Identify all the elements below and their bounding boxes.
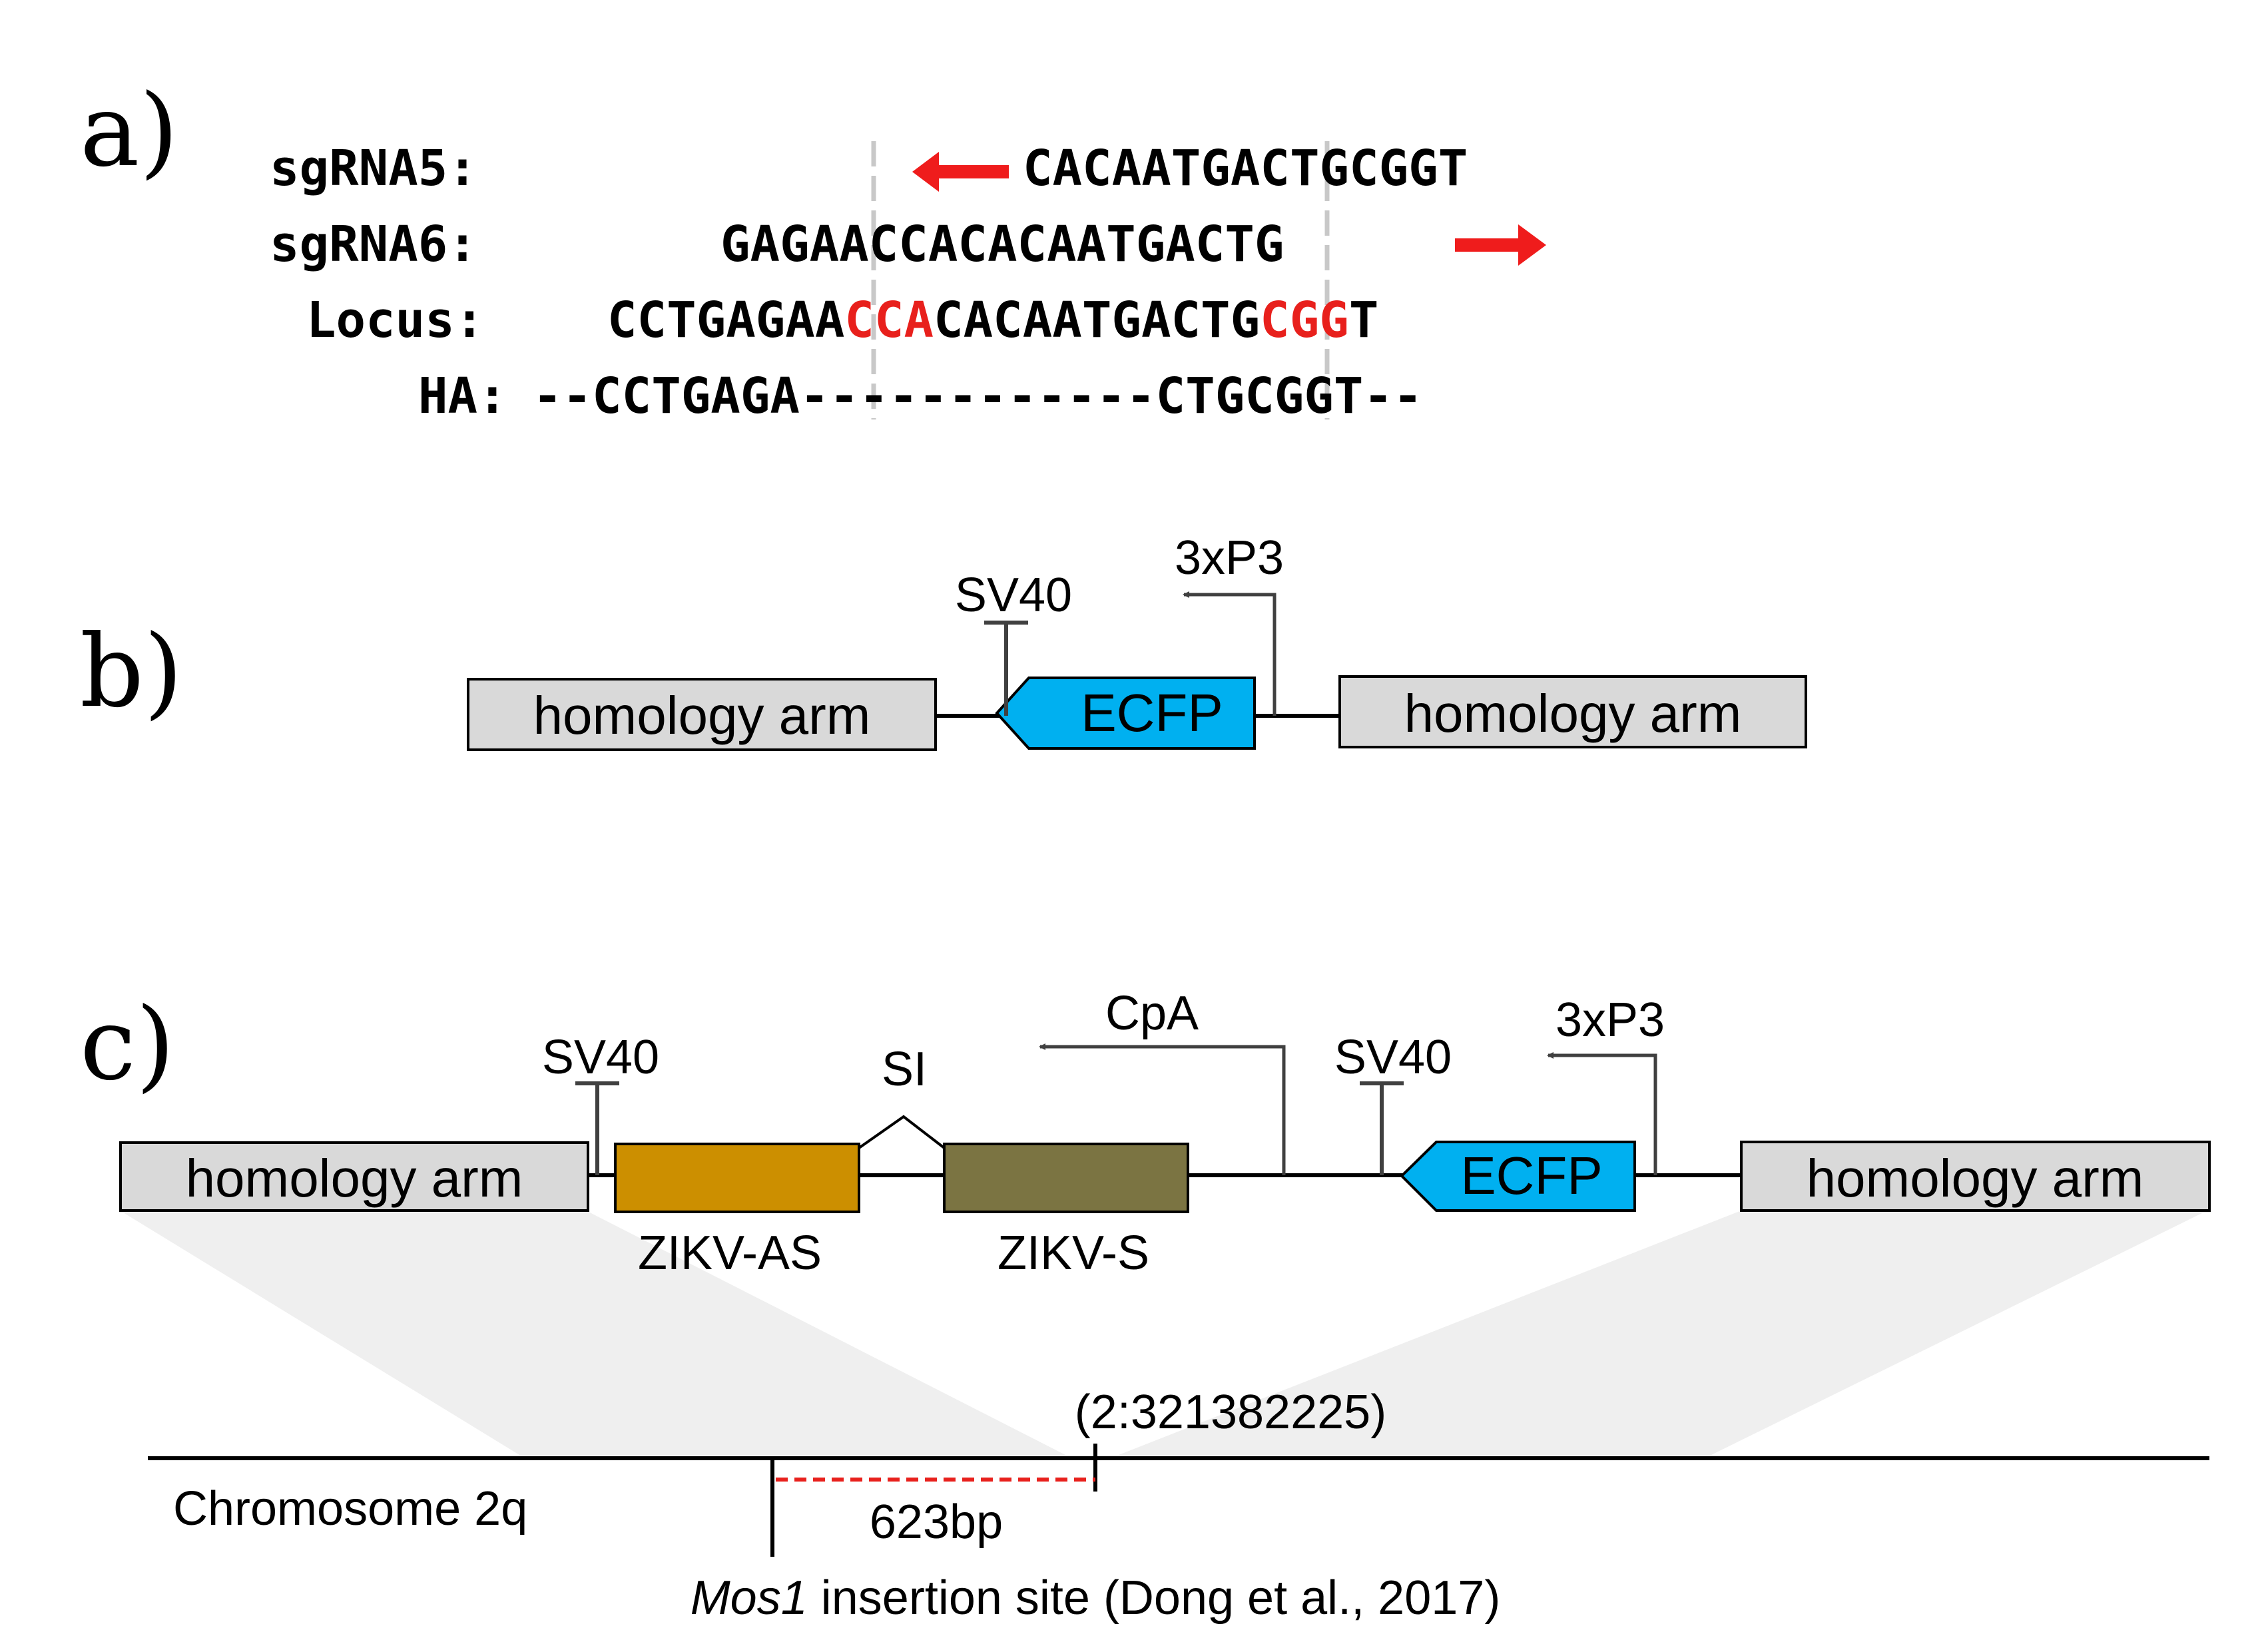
- panel-c-label: c): [80, 987, 175, 1103]
- zikv-as-label: ZIKV-AS: [638, 1227, 822, 1280]
- homology-arm-left-b-label: homology arm: [533, 686, 871, 745]
- sv40-c-right-label: SV40: [1334, 1031, 1452, 1084]
- ecfp-c-label: ECFP: [1460, 1146, 1602, 1205]
- homology-arm-left-c-label: homology arm: [186, 1149, 523, 1208]
- ha-sequence: --CCTGAGA------------CTGCGGT--: [533, 368, 1423, 425]
- ha-label: HA:: [418, 368, 507, 425]
- promoter-3xp3-b-label: 3xP3: [1175, 531, 1284, 585]
- promoter-3xp3-b-arrow: [1183, 591, 1276, 716]
- promoter-cpa-arrow: [1039, 1043, 1286, 1175]
- panel-a-label: a): [80, 73, 178, 189]
- zikv-s-label: ZIKV-S: [997, 1227, 1149, 1280]
- sv40-b-label: SV40: [955, 569, 1072, 622]
- homology-arm-left-b: [467, 678, 937, 751]
- ecfp-gene-b: [995, 677, 1256, 750]
- ecfp-b-label: ECFP: [1081, 683, 1223, 742]
- sgrna5-label: sgRNA5:: [270, 140, 477, 197]
- homology-arm-left-c: [119, 1141, 589, 1212]
- ecfp-gene-c: [1400, 1141, 1636, 1212]
- locus-sequence: CCTGAGAACCACACAATGACTGCGGT: [607, 292, 1378, 349]
- sgrna5-direction-arrow: [912, 152, 1009, 192]
- zikv-s-block: [943, 1143, 1189, 1213]
- locus-seq-part1: CCTGAGAA: [607, 292, 844, 349]
- locus-seq-part3: T: [1349, 292, 1379, 349]
- sgrna6-label: sgRNA6:: [270, 216, 477, 273]
- promoter-cpa-label: CpA: [1105, 987, 1199, 1040]
- target-coordinate-label: (2:321382225): [1075, 1386, 1386, 1439]
- mos1-gene-name: Mos1: [691, 1571, 808, 1625]
- insertion-projection-right: [1119, 1211, 2207, 1455]
- insertion-projection-left: [120, 1211, 1065, 1455]
- locus-label: Locus:: [306, 292, 484, 349]
- zikv-as-block: [614, 1143, 860, 1213]
- sgrna5-sequence: CACAATGACTGCGGT: [1023, 140, 1468, 197]
- sgrna6-direction-arrow: [1455, 224, 1546, 266]
- promoter-3xp3-c-label: 3xP3: [1556, 993, 1665, 1047]
- homology-arm-right-b: [1338, 675, 1807, 748]
- locus-seq-part2: CACAATGACTG: [934, 292, 1260, 349]
- homology-arm-right-b-label: homology arm: [1404, 684, 1742, 743]
- distance-label: 623bp: [870, 1496, 1003, 1549]
- si-intron-connector: [858, 1115, 946, 1149]
- sv40-c-left-label: SV40: [542, 1031, 659, 1084]
- sgrna6-sequence: GAGAACCACACAATGACTG: [720, 216, 1284, 273]
- mos1-insertion-label: Mos1 insertion site (Dong et al., 2017): [691, 1571, 1501, 1625]
- locus-pam-1: CCA: [844, 292, 934, 349]
- si-label: SI: [882, 1043, 927, 1096]
- panel-b-label: b): [80, 614, 183, 730]
- locus-pam-2: CGG: [1260, 292, 1349, 349]
- chromosome-label: Chromosome 2q: [173, 1482, 527, 1535]
- homology-arm-right-c-label: homology arm: [1807, 1149, 2144, 1208]
- mos1-insertion-text: insertion site (Dong et al., 2017): [808, 1571, 1501, 1625]
- promoter-3xp3-c-arrow: [1547, 1052, 1657, 1175]
- homology-arm-right-c: [1740, 1141, 2211, 1212]
